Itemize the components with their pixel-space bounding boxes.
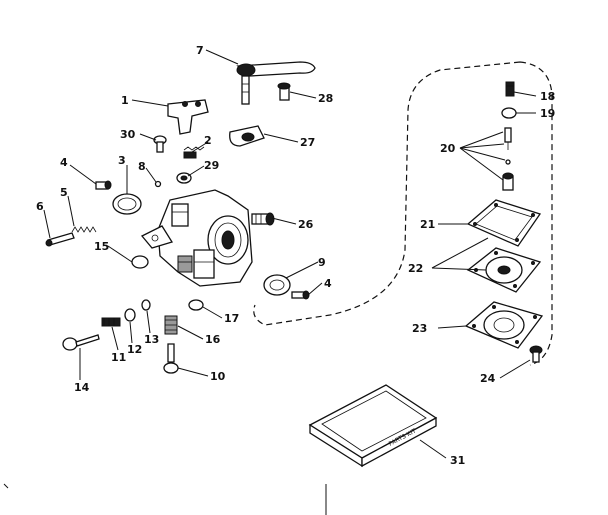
part-22-diaphragm bbox=[466, 247, 542, 293]
callout-23: 23 bbox=[412, 322, 427, 335]
callout-10: 10 bbox=[210, 370, 226, 383]
callout-24: 24 bbox=[480, 372, 496, 385]
part-24-screw bbox=[529, 345, 543, 363]
callout-13: 13 bbox=[144, 333, 159, 346]
part-20-needle-parts bbox=[502, 127, 514, 191]
callout-27: 27 bbox=[300, 136, 315, 149]
part-10-needle-screw bbox=[163, 343, 179, 374]
part-16-spring bbox=[164, 315, 178, 335]
part-3-disc bbox=[112, 193, 142, 215]
callout-26: 26 bbox=[298, 218, 314, 231]
callout-12: 12 bbox=[127, 343, 142, 356]
part-4-screw-upper bbox=[95, 180, 112, 190]
part-27-shaft-clip bbox=[229, 125, 265, 147]
callout-30: 30 bbox=[120, 128, 136, 141]
part-29-washer bbox=[176, 172, 192, 184]
part-6-needle bbox=[45, 232, 75, 247]
callout-9: 9 bbox=[318, 256, 326, 269]
callout-3: 3 bbox=[118, 154, 126, 167]
callout-7: 7 bbox=[196, 44, 204, 57]
part-14-needle bbox=[62, 334, 100, 351]
part-18-screw bbox=[505, 81, 515, 97]
part-8-ball bbox=[154, 180, 162, 188]
part-26-fitting bbox=[251, 212, 275, 226]
callout-1: 1 bbox=[121, 94, 129, 107]
callout-21: 21 bbox=[420, 218, 435, 231]
part-11-spring bbox=[101, 317, 121, 327]
callout-4-lower: 4 bbox=[324, 277, 332, 290]
callout-6: 6 bbox=[36, 200, 44, 213]
part-7-throttle-lever bbox=[236, 61, 316, 105]
carburetor-body bbox=[140, 189, 253, 287]
part-23-cover bbox=[464, 301, 544, 349]
callout-16: 16 bbox=[205, 333, 221, 346]
part-2-spring bbox=[183, 146, 205, 159]
callout-28: 28 bbox=[318, 92, 333, 105]
edge-mark-left bbox=[3, 483, 9, 489]
callout-labels: 1 30 2 3 4 8 29 5 6 7 28 27 26 15 9 4 17… bbox=[36, 44, 555, 467]
callout-8: 8 bbox=[138, 160, 146, 173]
callout-11: 11 bbox=[111, 351, 126, 364]
callout-14: 14 bbox=[74, 381, 90, 394]
part-1-bracket bbox=[167, 99, 209, 135]
callout-15: 15 bbox=[94, 240, 109, 253]
callout-20: 20 bbox=[440, 142, 456, 155]
part-28-screw bbox=[277, 82, 291, 101]
part-4-screw-lower bbox=[291, 290, 310, 300]
callout-29: 29 bbox=[204, 159, 219, 172]
callout-19: 19 bbox=[540, 107, 555, 120]
leader-lines bbox=[43, 49, 537, 459]
part-17-o-ring bbox=[188, 299, 204, 311]
part-5-spring bbox=[71, 226, 97, 233]
callout-4-upper: 4 bbox=[60, 156, 68, 169]
part-13-ring bbox=[141, 299, 151, 311]
part-31-parts-kit: PARTS KIT bbox=[308, 384, 438, 468]
part-19-washer bbox=[501, 107, 517, 119]
part-15-plug bbox=[131, 255, 149, 269]
kit-boundary-dashed bbox=[253, 61, 553, 366]
callout-31: 31 bbox=[450, 454, 465, 467]
part-9-disc bbox=[263, 274, 291, 296]
callout-2: 2 bbox=[204, 134, 212, 147]
part-21-gasket bbox=[466, 199, 542, 247]
callout-5: 5 bbox=[60, 186, 68, 199]
part-30-screw bbox=[153, 135, 167, 153]
callout-22: 22 bbox=[408, 262, 423, 275]
callout-18: 18 bbox=[540, 90, 555, 103]
part-12-washer bbox=[124, 308, 136, 322]
callout-17: 17 bbox=[224, 312, 239, 325]
